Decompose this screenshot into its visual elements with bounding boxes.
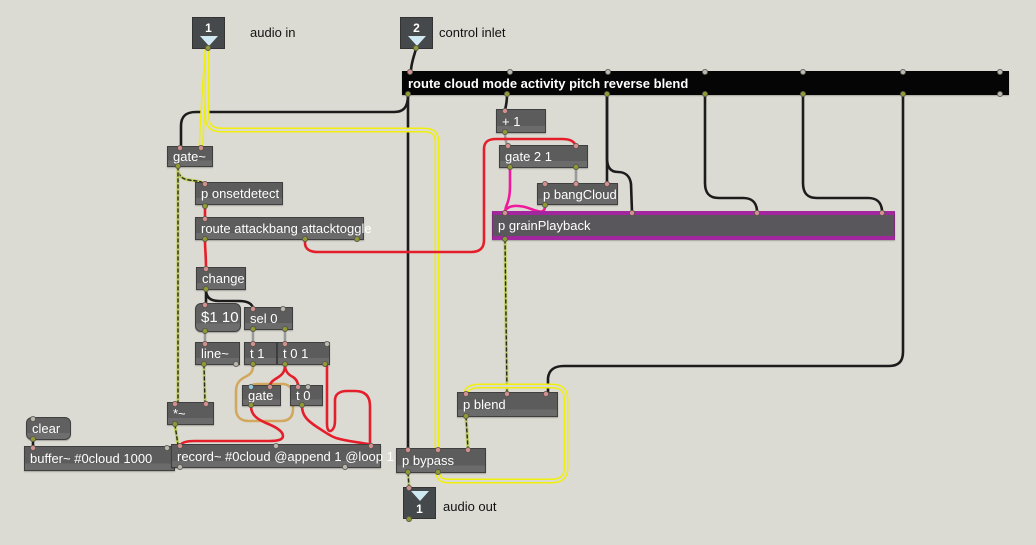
patch-cable[interactable]	[325, 364, 372, 447]
inlet-1-audio[interactable]: 1	[192, 17, 225, 49]
patch-cable[interactable]	[407, 472, 410, 488]
message-box-clear[interactable]: clear	[26, 417, 71, 440]
object-box-route-attack[interactable]: route attackbang attacktoggle	[195, 217, 372, 240]
object-box-route[interactable]: route cloud mode activity pitch reverse …	[402, 71, 1009, 95]
object-box-record[interactable]: record~ #0cloud @append 1 @loop 1	[171, 444, 394, 468]
object-box-t-1[interactable]: t 1	[244, 342, 277, 365]
inlet-down-arrow-icon	[199, 35, 218, 46]
patch-cable[interactable]	[503, 166, 512, 214]
object-box-buffer[interactable]: buffer~ #0cloud 1000	[24, 446, 175, 471]
patch-cable[interactable]	[204, 288, 255, 310]
patch-cable[interactable]	[203, 238, 208, 270]
outlet-1-number: 1	[416, 501, 423, 516]
patch-cable[interactable]	[605, 93, 634, 214]
object-box-gate-2-1[interactable]: gate 2 1	[499, 145, 588, 168]
patch-cable[interactable]	[174, 424, 179, 446]
object-box-times-sig[interactable]: *~	[167, 402, 214, 425]
object-box-line-sig[interactable]: line~	[195, 342, 240, 365]
patch-cable[interactable]	[179, 93, 410, 149]
object-box-gate-sig[interactable]: gate~	[167, 146, 213, 167]
inlet-2-number: 2	[413, 20, 420, 35]
patch-cable[interactable]	[300, 404, 372, 447]
patch-cable[interactable]	[503, 93, 509, 112]
outlet-down-arrow-icon	[410, 490, 429, 501]
object-box-t-0[interactable]: t 0	[290, 385, 323, 406]
patch-cable[interactable]	[409, 47, 418, 73]
comment-control-inlet: control inlet	[439, 25, 506, 40]
object-box-p-bypass[interactable]: p bypass	[396, 448, 486, 473]
patch-cable[interactable]	[546, 93, 905, 395]
patch-cable[interactable]	[801, 93, 884, 214]
patch-cable[interactable]	[206, 48, 438, 450]
object-box-p-grainplayback[interactable]: p grainPlayback	[492, 211, 895, 240]
inlet-2-control[interactable]: 2	[400, 17, 433, 49]
patch-cable[interactable]	[283, 363, 300, 388]
inlet-1-number: 1	[205, 20, 212, 35]
object-box-t-0-1[interactable]: t 0 1	[277, 342, 330, 365]
comment-audio-in: audio in	[250, 25, 296, 40]
object-box-p-bangcloud[interactable]: p bangCloud	[537, 183, 618, 205]
message-box-1-10[interactable]: $1 10	[195, 303, 241, 332]
object-box-gate[interactable]: gate	[242, 385, 281, 406]
patch-cable[interactable]	[437, 385, 567, 482]
patch-cable[interactable]	[703, 93, 759, 214]
patch-cable[interactable]	[503, 204, 547, 213]
patch-cable[interactable]	[178, 404, 285, 448]
patch-cable[interactable]	[503, 238, 509, 395]
patch-cable[interactable]	[504, 239, 508, 394]
object-box-sel-0[interactable]: sel 0	[244, 307, 293, 330]
comment-audio-out: audio out	[443, 499, 497, 514]
outlet-1-audio[interactable]: 1	[403, 487, 436, 519]
object-box-p-blend[interactable]: p blend	[457, 392, 558, 417]
object-box-p-onsetdetect[interactable]: p onsetdetect	[195, 182, 283, 205]
inlet-down-arrow-icon	[407, 35, 426, 46]
patch-cable[interactable]	[234, 364, 295, 423]
object-box-change[interactable]: change	[196, 267, 246, 290]
object-box-plus-one[interactable]: + 1	[496, 109, 546, 133]
patch-cable[interactable]	[465, 416, 469, 450]
patch-cable[interactable]	[268, 363, 287, 388]
patch-cable[interactable]	[203, 364, 206, 404]
patch-cable[interactable]	[303, 137, 578, 254]
